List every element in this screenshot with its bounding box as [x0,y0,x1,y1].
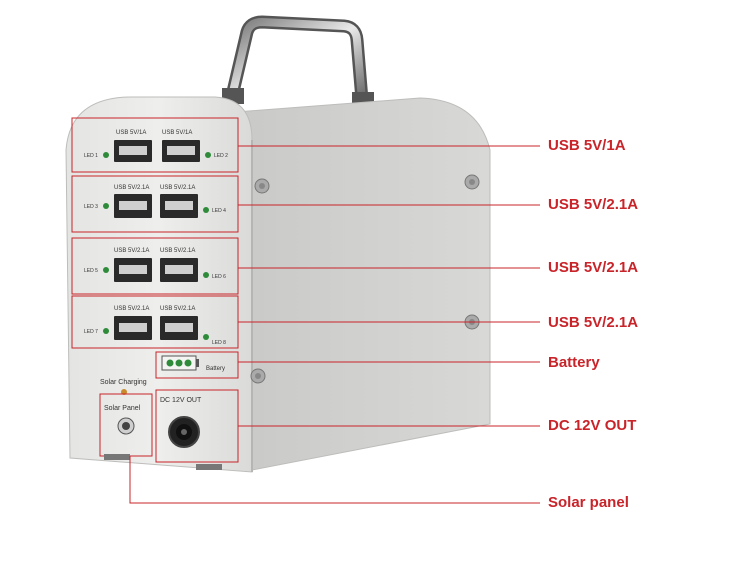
port-label-1b: USB 5V/1A [162,130,192,136]
callout-dc-out: DC 12V OUT [548,417,637,434]
handle [222,15,374,106]
led-indicator [103,152,109,158]
led-label-6: LED 6 [212,274,226,280]
led-indicator [103,203,109,209]
callout-usb-2-1a-3: USB 5V/2.1A [548,314,639,331]
callout-usb-1a: USB 5V/1A [548,137,626,154]
solar-panel-port-label: Solar Panel [104,405,141,412]
led-label-2: LED 2 [214,153,228,159]
led-label-5: LED 5 [84,268,98,274]
led-label-3: LED 3 [84,204,98,210]
led-indicator [203,334,209,340]
port-label-2a: USB 5V/2.1A [114,185,149,191]
port-label-2b: USB 5V/2.1A [160,185,195,191]
port-label-4b: USB 5V/2.1A [160,306,195,312]
callout-solar-panel: Solar panel [548,494,629,511]
led-label-7: LED 7 [84,329,98,335]
usb-row-2: USB 5V/2.1A USB 5V/2.1A LED 3 LED 4 [71,175,239,233]
led-label-8: LED 8 [212,340,226,346]
solar-charging-label: Solar Charging [100,379,147,386]
foot [196,464,222,470]
callout-usb-2-1a-1: USB 5V/2.1A [548,196,639,213]
callout-battery: Battery [548,354,600,371]
led-label-1: LED 1 [84,153,98,159]
usb-row-3: USB 5V/2.1A USB 5V/2.1A LED 5 LED 6 [71,237,239,295]
led-indicator [103,267,109,273]
case-side [235,97,491,471]
screws [250,174,480,384]
battery-indicator: Battery [155,351,239,379]
led-label-4: LED 4 [212,208,226,214]
usb-row-4: USB 5V/2.1A USB 5V/2.1A LED 7 LED 8 [71,295,239,349]
led-indicator [103,328,109,334]
callout-usb-2-1a-2: USB 5V/2.1A [548,259,639,276]
port-label-3a: USB 5V/2.1A [114,248,149,254]
foot [104,454,130,460]
led-indicator [203,272,209,278]
led-indicator [205,152,211,158]
dc-port-label: DC 12V OUT [160,397,202,404]
battery-label: Battery [206,366,225,372]
led-indicator [203,207,209,213]
port-label-3b: USB 5V/2.1A [160,248,195,254]
usb-row-1: USB 5V/1A USB 5V/1A LED 1 LED 2 [71,117,239,173]
port-label-1a: USB 5V/1A [116,130,146,136]
leader-lines [129,145,540,504]
port-label-4a: USB 5V/2.1A [114,306,149,312]
